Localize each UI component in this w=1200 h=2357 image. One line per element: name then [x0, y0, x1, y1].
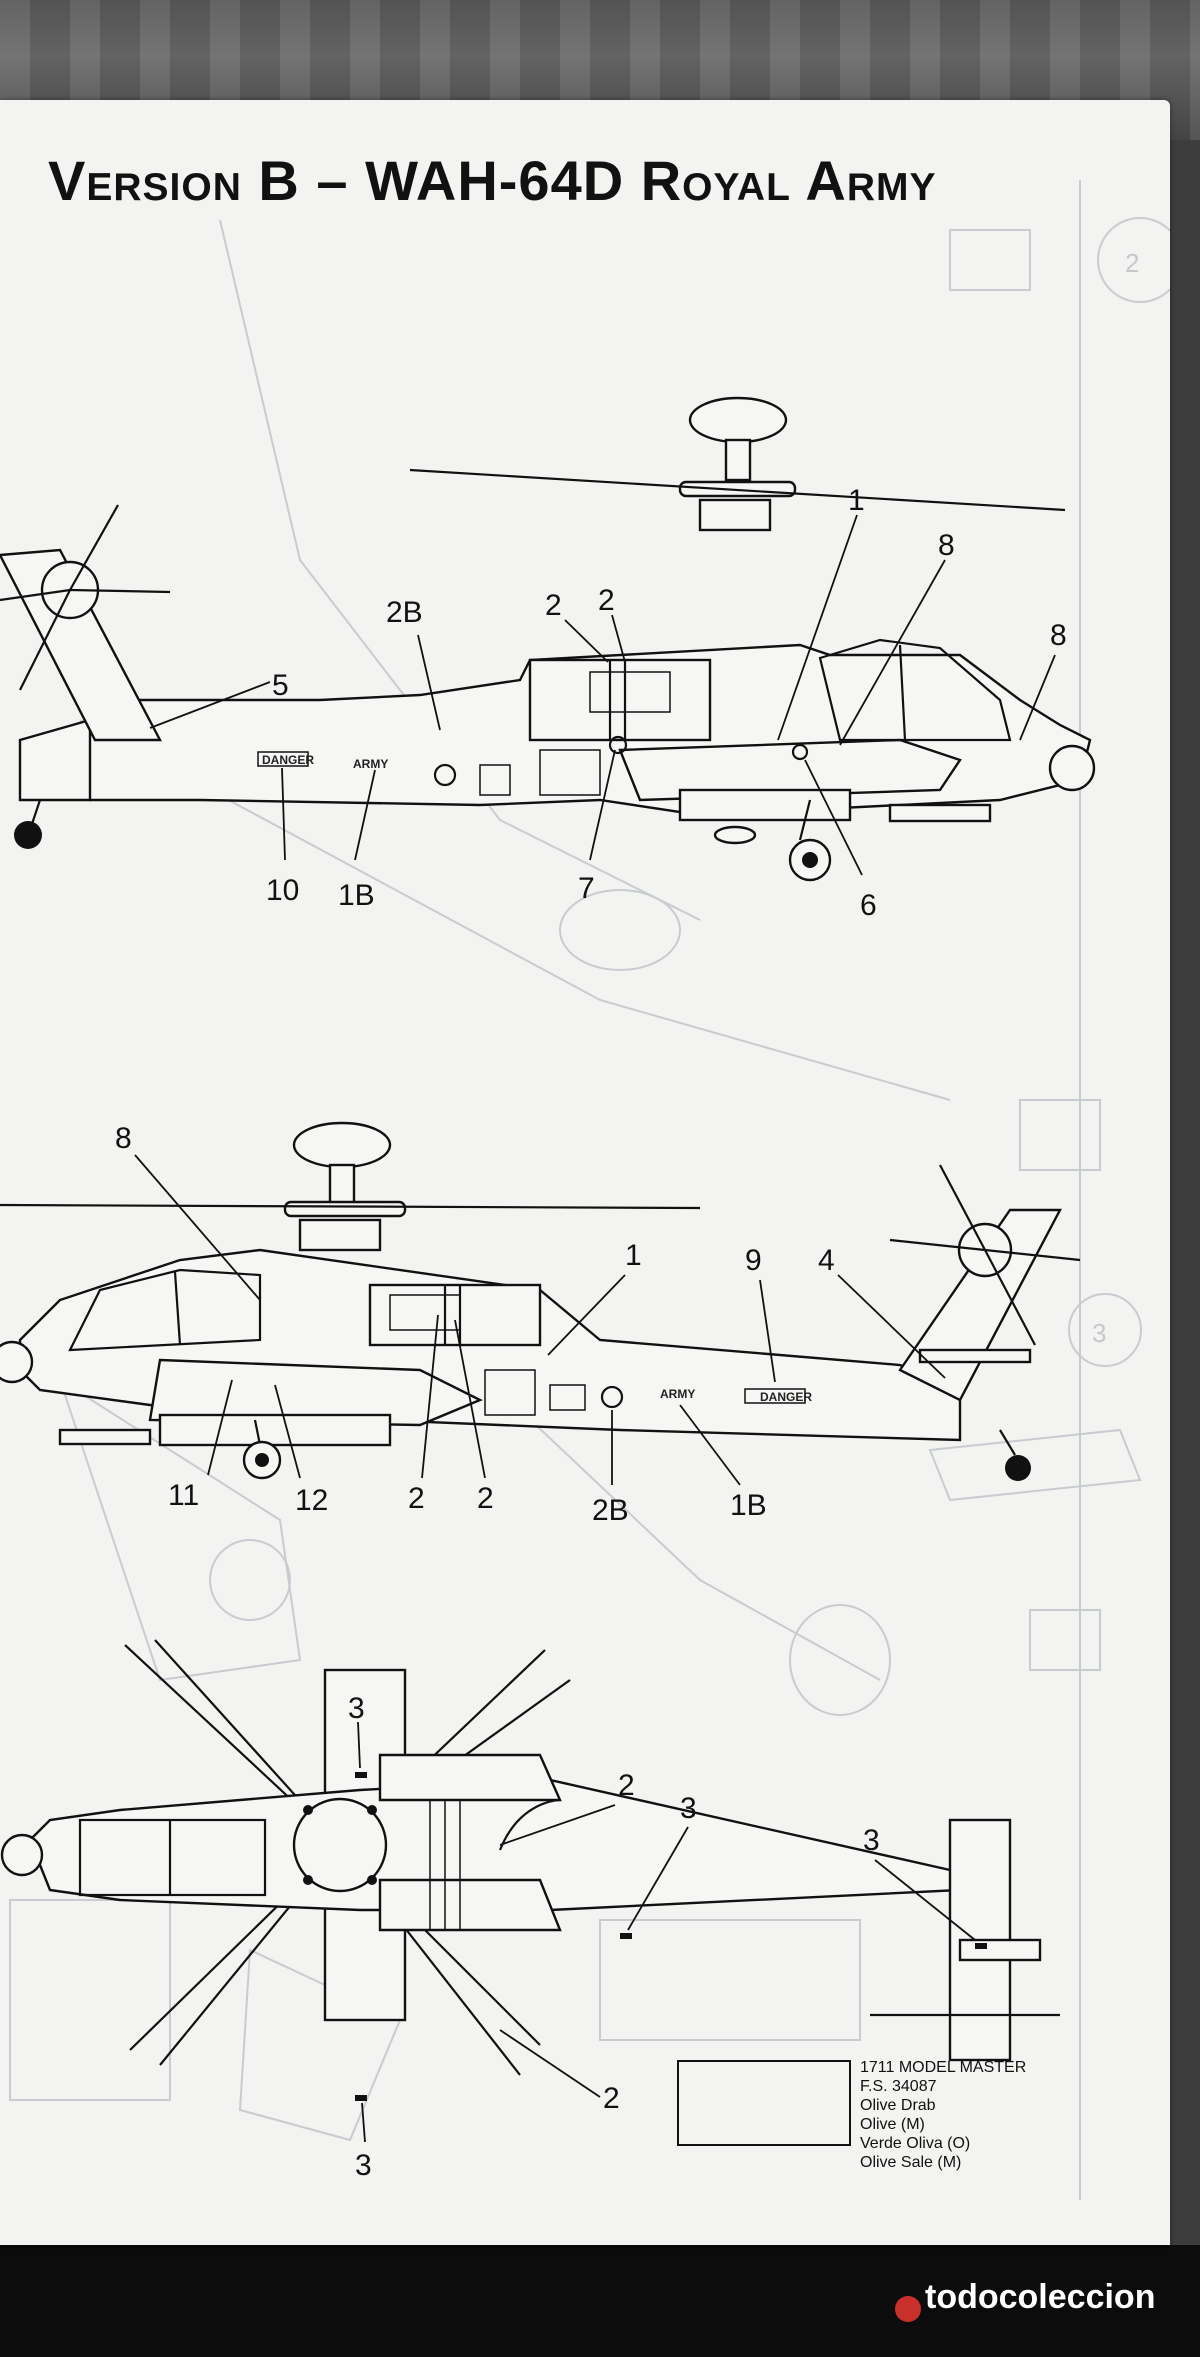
callout-number: 1B [730, 1489, 767, 1522]
callout-number: 8 [115, 1122, 132, 1155]
side-view-right: DANGER ARMY 1 8 2B 2 2 8 5 10 1B 7 [0, 396, 1096, 922]
paint-name-it: Olive Sale (M) [860, 2154, 962, 2171]
callout-number: 7 [578, 872, 595, 905]
callout-number: 10 [266, 874, 299, 907]
army-marking: ARMY [660, 1387, 695, 1401]
paint-legend: 1711 MODEL MASTER F.S. 34087 Olive Drab … [860, 2058, 1026, 2172]
paint-color-swatch [677, 2060, 851, 2146]
side-view-left: DANGER ARMY 8 1 9 4 11 12 2 2 2B 1B [0, 1121, 1081, 1527]
danger-marking: DANGER [262, 753, 314, 767]
callout-number: 1 [625, 1239, 642, 1272]
step-number-ghost: 3 [1092, 1318, 1106, 1348]
callout-number: 2 [477, 1482, 494, 1515]
paint-name-en: Olive Drab [860, 2097, 936, 2114]
callout-number: 5 [272, 669, 289, 702]
callout-number: 3 [863, 1824, 880, 1857]
watermark-logo-icon [895, 2296, 921, 2322]
callout-number: 2 [545, 589, 562, 622]
callout-number: 1B [338, 879, 375, 912]
callout-number: 3 [680, 1792, 697, 1825]
callout-number: 9 [745, 1244, 762, 1277]
watermark-text: todocoleccion [925, 2278, 1156, 2316]
paint-brand: 1711 MODEL MASTER [860, 2059, 1027, 2076]
callout-number: 3 [348, 1692, 365, 1725]
callout-number: 3 [355, 2149, 372, 2182]
callout-number: 8 [1050, 619, 1067, 652]
callout-number: 2B [592, 1494, 629, 1527]
danger-marking: DANGER [760, 1390, 812, 1404]
callout-number: 1 [848, 484, 865, 517]
callout-number: 2B [386, 596, 423, 629]
top-view: 3 2 3 3 2 3 [0, 1639, 1060, 2182]
callout-number: 6 [860, 889, 877, 922]
callout-number: 2 [618, 1769, 635, 1802]
callout-number: 8 [938, 529, 955, 562]
paint-name-es: Verde Oliva (O) [860, 2135, 971, 2152]
callout-number: 4 [818, 1244, 835, 1277]
callout-number: 2 [603, 2082, 620, 2115]
step-number-ghost: 2 [1125, 248, 1139, 278]
callout-number: 2 [598, 584, 615, 617]
page-title: Version B – WAH-64D Royal Army [48, 149, 937, 212]
callout-number: 2 [408, 1482, 425, 1515]
instruction-sheet: Version B – WAH-64D Royal Army 2 3 [0, 100, 1170, 2245]
paint-name-fr: Olive (M) [860, 2116, 925, 2133]
army-marking: ARMY [353, 757, 388, 771]
paint-fs-code: F.S. 34087 [860, 2078, 937, 2095]
background-photo-bottom [0, 2245, 1200, 2357]
callout-number: 11 [168, 1479, 199, 1512]
callout-number: 12 [295, 1484, 328, 1517]
helicopter-diagrams: 2 3 [0, 180, 1170, 2200]
